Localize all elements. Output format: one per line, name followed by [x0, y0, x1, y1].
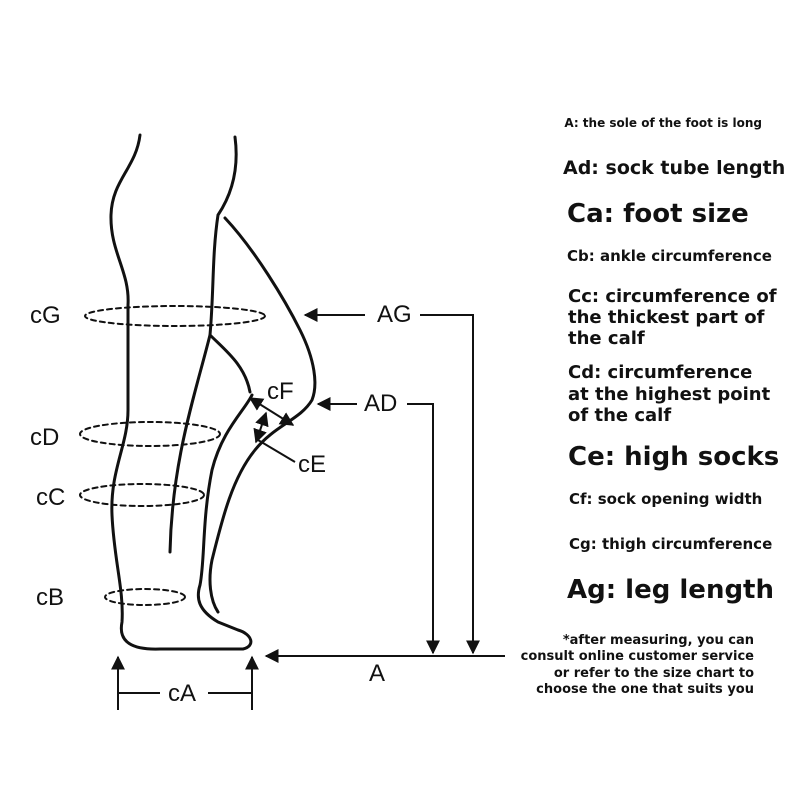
legend-cc-line: Cc: circumference of — [568, 286, 777, 307]
legend-cd-line: Cd: circumference — [568, 362, 753, 383]
legend-cc: Cc: circumference of the thickest part o… — [568, 286, 777, 349]
legend-ce: Ce: high socks — [568, 442, 780, 472]
leg-outline-thigh-front — [168, 135, 238, 554]
legend-cc-line: the thickest part of — [568, 307, 765, 328]
legend-ag: Ag: leg length — [567, 575, 774, 605]
legend-cd: Cd: circumference at the highest point o… — [568, 362, 770, 427]
legend-note-line: or refer to the size chart to — [553, 665, 754, 681]
legend-ad: Ad: sock tube length — [563, 157, 786, 179]
ad-line — [407, 403, 440, 655]
label-ad: AD — [364, 390, 398, 417]
legend-note: *after measuring, you can consult online… — [521, 633, 754, 698]
label-ce: cE — [298, 451, 327, 478]
legend-cd-line: of the calf — [568, 405, 672, 426]
legend-note-line: *after measuring, you can — [562, 633, 754, 648]
legend-cc-line: the calf — [568, 328, 645, 349]
ce-arrow — [253, 411, 269, 444]
label-ca: cA — [168, 680, 197, 707]
legend-cf: Cf: sock opening width — [569, 490, 763, 508]
cb-ellipse — [104, 588, 186, 606]
label-cf: cF — [267, 378, 294, 405]
legend-note-line: choose the one that suits you — [536, 681, 754, 697]
label-cd: cD — [30, 424, 60, 451]
legend-a: A: the sole of the foot is long — [564, 116, 762, 130]
ce-leader — [257, 439, 296, 463]
label-cg: cG — [30, 302, 61, 329]
cf-arrow — [248, 397, 295, 426]
label-ag: AG — [377, 301, 412, 328]
legend-cg: Cg: thigh circumference — [569, 535, 773, 553]
label-cc: cC — [36, 484, 66, 511]
cd-ellipse — [79, 421, 221, 447]
cg-ellipse — [84, 305, 266, 327]
leg-outline-back — [109, 133, 254, 651]
legend-note-line: consult online customer service — [520, 649, 754, 665]
leg-outline-front — [208, 216, 317, 614]
leg-outline-knee — [208, 333, 252, 394]
legend-cd-line: at the highest point — [568, 383, 771, 405]
label-cb: cB — [36, 584, 65, 611]
ag-line — [420, 314, 480, 655]
legend-cb: Cb: ankle circumference — [567, 247, 772, 265]
legend-ca: Ca: foot size — [567, 199, 749, 229]
label-a: A — [369, 660, 386, 687]
cc-ellipse — [79, 483, 205, 507]
